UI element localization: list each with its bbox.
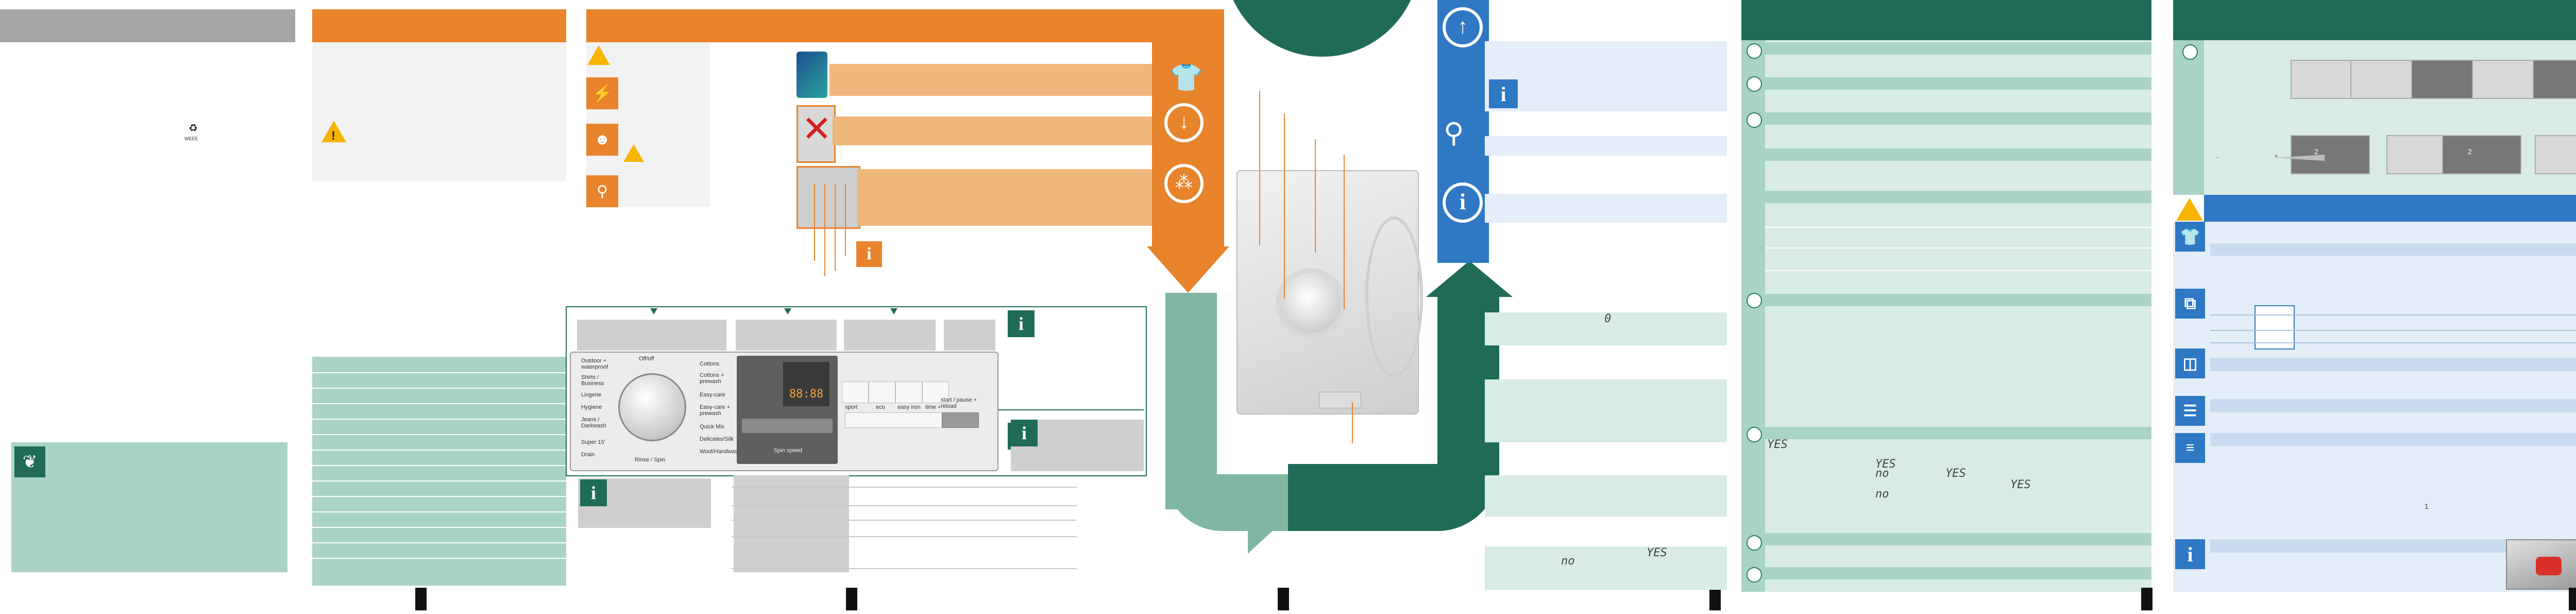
start-pause-button[interactable] [942, 412, 979, 428]
tap-icon-white: ⚲ [1444, 118, 1464, 148]
connections-image [796, 166, 860, 229]
page2-list-box [312, 357, 566, 586]
slider-plus: + [2274, 152, 2279, 160]
warning-icon-2 [587, 45, 610, 65]
mint-flow-arrowhead [1248, 477, 1289, 554]
teal-flow-arrowhead [1426, 261, 1513, 297]
page7-blue-bar [2204, 195, 2576, 222]
eco-leaf-icon: ❦ [14, 446, 45, 477]
page2-crop-mark [415, 588, 427, 610]
eco-info-box [11, 442, 287, 572]
page3-crop-mark-2 [1278, 588, 1289, 610]
display-readout-0: 0 [1604, 312, 1612, 325]
display-readout-no: no [1561, 555, 1575, 568]
step1-bar [829, 64, 1180, 96]
warning-mark: ! [331, 129, 335, 143]
page1-header-bar [0, 9, 295, 42]
child-safety-icon: ☻ [586, 124, 618, 156]
floor-x-image [796, 105, 836, 163]
warning-icon-3 [623, 144, 644, 162]
unload-icon: ↑ [1443, 7, 1483, 47]
detergent-icon: ⁂ [1164, 164, 1204, 203]
option-sport[interactable]: sport [845, 404, 858, 410]
x-mark: ✕ [802, 109, 832, 149]
orange-arrow-head [1147, 246, 1229, 293]
step2-bar [833, 117, 1180, 145]
weee-caption: WEEE [184, 136, 198, 141]
step3-bar [857, 169, 1180, 226]
transport-bolt-image [796, 52, 827, 98]
page2-header-bar [312, 9, 566, 42]
laundry-label-image [2255, 305, 2295, 350]
page7-crop-mark [2569, 588, 2576, 610]
garment-sort-icon: ⧉ [2175, 289, 2205, 319]
page6-crop-mark [2141, 588, 2153, 610]
teal-circle-top [1224, 0, 1420, 57]
mint-flow-curve [1165, 293, 1217, 509]
drum-load-icon: ↓ [1164, 103, 1204, 142]
info-icon-blue-2: i [2175, 539, 2205, 569]
info-icon-panel-3: i [580, 479, 607, 506]
volume-slider[interactable] [2222, 155, 2325, 161]
spin-speed-caption: Spin speed [774, 447, 803, 454]
info-icon-panel-1: i [1008, 310, 1035, 337]
wash-tub-icon: ◫ [2175, 349, 2205, 378]
warning-icon [321, 121, 346, 142]
page6-body [1741, 40, 2151, 592]
warning-icon-4 [2176, 198, 2203, 221]
program-dial[interactable] [618, 373, 686, 441]
slider-minus: - [2216, 153, 2219, 161]
weee-bin-icon: ♻ [189, 123, 198, 134]
control-panel-frame [566, 306, 1147, 476]
info-icon-white: i [1443, 182, 1483, 223]
info-icon-panel-2b: i [1011, 420, 1038, 446]
option-eco[interactable]: eco [876, 404, 885, 410]
dial-top-label: Off/off [639, 356, 654, 362]
drawer-icon: ≡ [2175, 433, 2205, 463]
page3-crop-mark-1 [846, 588, 857, 610]
shirt-icon-blue: 👕 [2175, 222, 2205, 252]
page6-left-strip [1741, 40, 1765, 592]
display-readout-yes: YES [1647, 546, 1667, 559]
shirt-icon: 👕 [1170, 63, 1203, 93]
page7-header-bar [2173, 0, 2576, 40]
page5-blue-box [1485, 41, 1727, 111]
dial-bottom-label: Rinse / Spin [635, 457, 666, 463]
page6-header-bar [1741, 0, 2151, 40]
rack-icon: ☰ [2175, 396, 2205, 426]
electric-hazard-icon: ⚡ [586, 77, 618, 109]
tap-icon: ⚲ [586, 175, 618, 207]
info-icon-blue: i [1489, 79, 1518, 108]
page3-header-bar [586, 9, 1224, 42]
info-icon-orange: i [856, 241, 882, 267]
start-pause-label: start / pause + reload [941, 397, 977, 409]
option-time-plus[interactable]: time + [925, 404, 941, 410]
page2-safety-box [312, 42, 566, 181]
option-easy-iron[interactable]: easy iron [897, 404, 921, 410]
page4-crop-mark [1709, 588, 1721, 610]
digital-display [783, 362, 829, 406]
